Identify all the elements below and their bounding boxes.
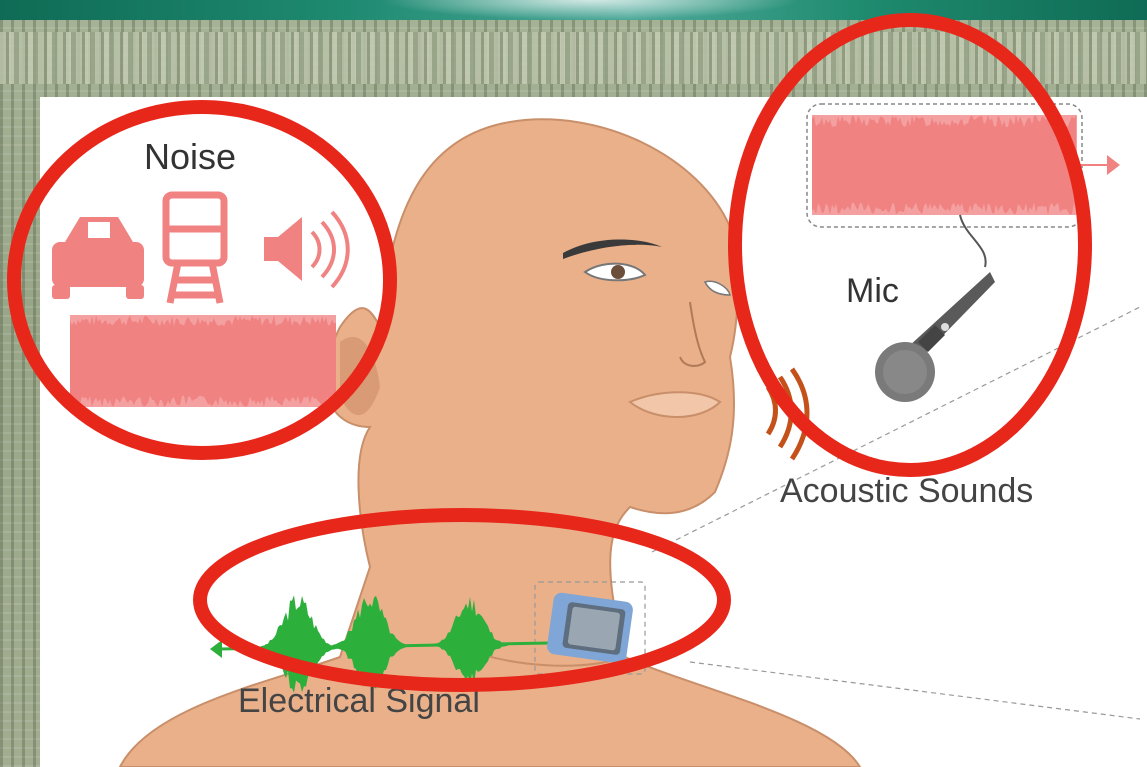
mic-highlight-circle (735, 20, 1085, 470)
electrical-highlight-circle (200, 515, 724, 685)
noise-highlight-circle (14, 107, 390, 453)
